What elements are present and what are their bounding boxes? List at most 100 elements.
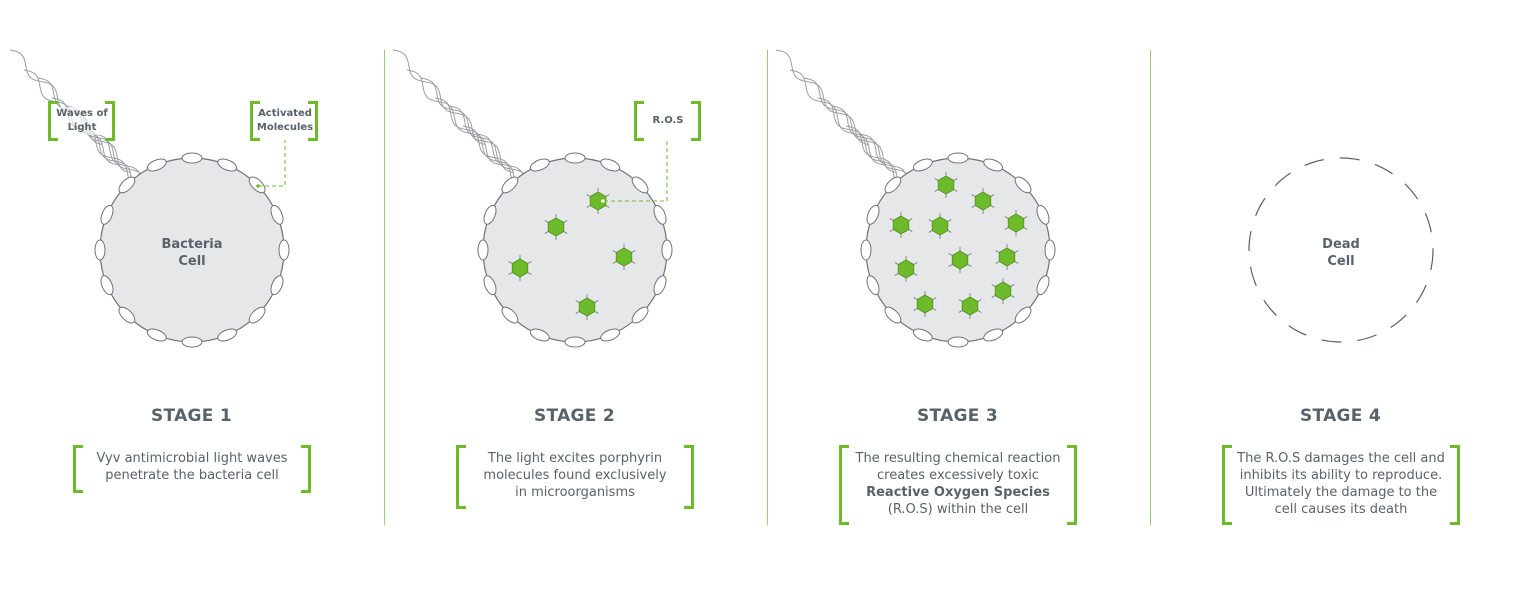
membrane-protein: [912, 158, 933, 172]
membrane-protein: [1036, 275, 1050, 296]
cell-label-line: Cell: [178, 254, 206, 269]
molecule-bond: [934, 189, 939, 192]
callout-leader: [604, 140, 668, 202]
membrane-protein: [248, 306, 266, 324]
molecule-bond: [889, 229, 894, 232]
molecule-bond: [990, 205, 995, 208]
membrane-protein: [270, 275, 284, 296]
molecule-bond: [953, 178, 958, 181]
molecule-bond: [1014, 261, 1019, 264]
molecule-bond: [913, 308, 918, 311]
membrane-protein: [217, 158, 238, 172]
molecule-bond: [889, 218, 894, 221]
description-line: molecules found exclusively: [483, 468, 667, 483]
molecule-bond: [563, 220, 568, 223]
molecule-bond: [977, 310, 982, 313]
molecule-bond: [991, 295, 996, 298]
light-wave: [775, 49, 869, 146]
ros-molecule-icon: [994, 281, 1012, 301]
molecule-bond: [913, 273, 918, 276]
molecule-bond: [971, 205, 976, 208]
membrane-protein: [564, 152, 586, 164]
stage-1-title: STAGE 1: [150, 406, 233, 426]
divider: [384, 50, 385, 525]
molecule-bond: [894, 262, 899, 265]
molecule-bond: [977, 299, 982, 302]
molecule-bond: [947, 219, 952, 222]
membrane-protein: [947, 152, 969, 164]
molecule-bond: [932, 308, 937, 311]
description-line: The R.O.S damages the cell and: [1237, 451, 1445, 466]
molecule-bond: [990, 194, 995, 197]
bacteria-cell-label: Bacteria Cell: [132, 236, 252, 270]
membrane-protein: [181, 152, 203, 164]
ros-molecule-icon: [511, 258, 529, 278]
molecule-bond: [995, 261, 1000, 264]
ros-molecule-icon: [615, 247, 633, 267]
molecule-bond: [575, 300, 580, 303]
membrane-protein: [983, 328, 1004, 342]
molecule-bond: [1004, 216, 1009, 219]
description-line: creates excessively toxic: [877, 468, 1039, 483]
molecule-bond: [544, 220, 549, 223]
dead-cell-label: Dead Cell: [1281, 236, 1401, 270]
light-wave: [803, 77, 897, 174]
description-line: inhibits its ability to reproduce.: [1239, 468, 1443, 483]
membrane-protein: [947, 336, 969, 348]
membrane-protein: [217, 328, 238, 342]
molecule-bond: [967, 264, 972, 267]
molecule-bond: [971, 194, 976, 197]
stage-4-title: STAGE 4: [1299, 406, 1382, 426]
molecule-bond: [934, 178, 939, 181]
molecule-bond: [586, 194, 591, 197]
ros-label: R.O.S: [652, 115, 684, 126]
divider: [767, 50, 768, 525]
description-line: The resulting chemical reaction: [855, 451, 1061, 466]
waves-of-light-label: Waves of Light: [52, 107, 112, 135]
ros-molecule-icon: [998, 247, 1016, 267]
stage-3-title: STAGE 3: [916, 406, 999, 426]
molecule-bond: [605, 194, 610, 197]
molecule-bond: [508, 272, 513, 275]
light-wave: [392, 49, 486, 146]
molecule-bond: [928, 219, 933, 222]
membrane-protein: [866, 204, 880, 225]
membrane-protein: [483, 275, 497, 296]
membrane-protein: [631, 176, 649, 194]
membrane-protein: [600, 158, 621, 172]
ros-molecule-icon: [589, 191, 607, 211]
membrane-protein: [600, 328, 621, 342]
membrane-protein: [1044, 239, 1056, 261]
molecule-bond: [1023, 227, 1028, 230]
membrane-protein: [100, 204, 114, 225]
molecule-bond: [967, 253, 972, 256]
molecule-bond: [958, 310, 963, 313]
membrane-protein: [529, 328, 550, 342]
description-line: Vyv antimicrobial light waves: [96, 451, 288, 466]
membrane-protein: [661, 239, 673, 261]
membrane-protein: [483, 204, 497, 225]
membrane-protein: [501, 306, 519, 324]
ros-molecule-icon: [892, 215, 910, 235]
molecule-bond: [908, 229, 913, 232]
callout-dot: [256, 184, 260, 188]
molecule-bond: [948, 264, 953, 267]
ros-molecule-icon: [961, 296, 979, 316]
divider: [1150, 50, 1151, 525]
molecule-bond: [605, 205, 610, 208]
molecule-bond: [563, 231, 568, 234]
molecule-bond: [527, 261, 532, 264]
membrane-protein: [884, 176, 902, 194]
description-line: (R.O.S) within the cell: [887, 502, 1029, 517]
molecule-bond: [1023, 216, 1028, 219]
membrane-protein: [653, 204, 667, 225]
membrane-protein: [529, 158, 550, 172]
ros-molecule-icon: [974, 191, 992, 211]
molecule-bond: [991, 284, 996, 287]
description-line: The light excites porphyrin: [487, 451, 663, 466]
molecule-bond: [958, 299, 963, 302]
membrane-protein: [146, 328, 167, 342]
ros-molecule-icon: [916, 294, 934, 314]
membrane-protein: [884, 306, 902, 324]
